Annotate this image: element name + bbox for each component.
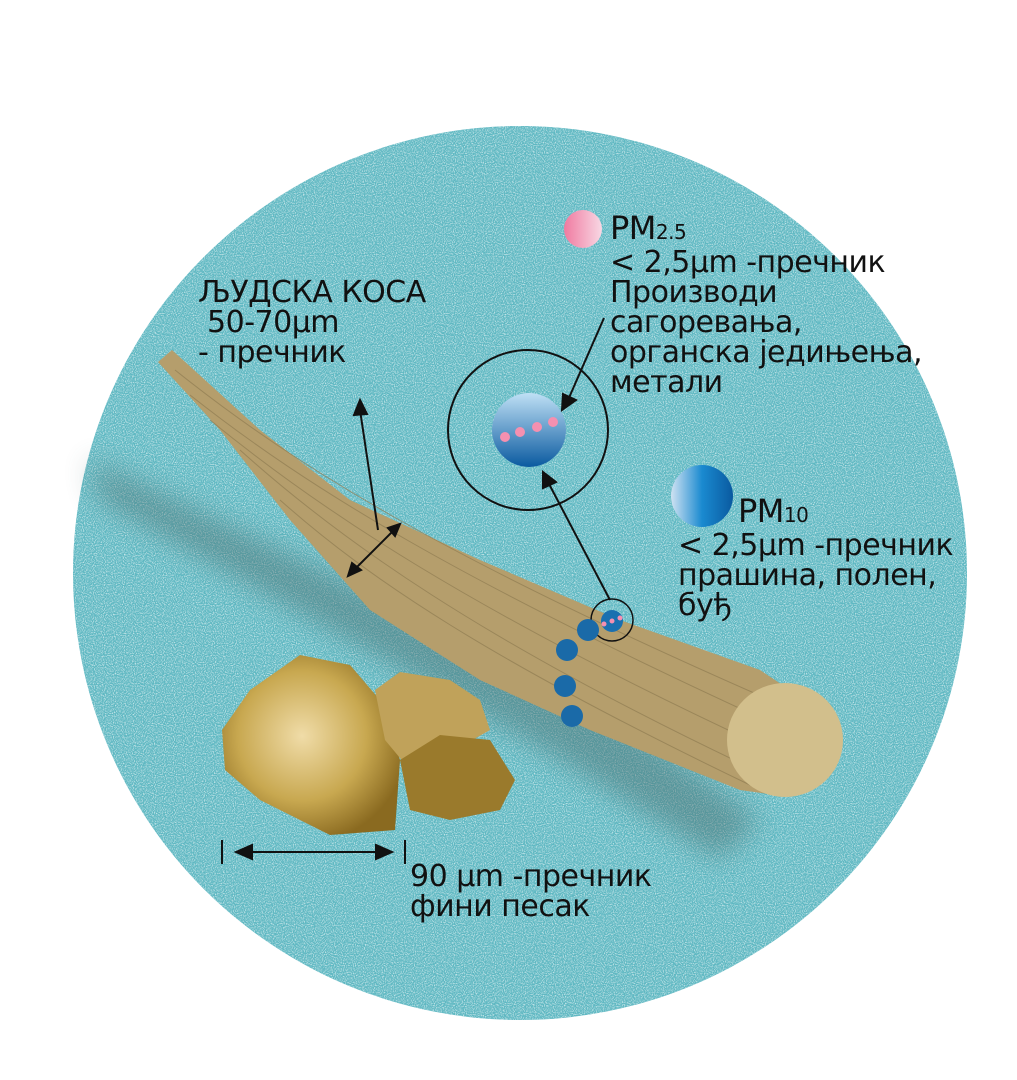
pm10-line: прашина, полен, xyxy=(678,558,937,593)
pm10-line: буђ xyxy=(678,588,732,623)
hair-shadow xyxy=(90,460,760,860)
pointer-arrows xyxy=(542,317,611,601)
zoom-circle-small xyxy=(590,598,634,642)
pm25-line: органска једињења, xyxy=(610,335,923,370)
pm25-label: PM2.5 < 2,5µm -пречник Производи сагорев… xyxy=(610,212,923,400)
hair-desc: - пречник xyxy=(198,335,346,370)
pm25-title: PM2.5 xyxy=(610,212,922,244)
pm25-line: метали xyxy=(610,365,723,400)
pm-particles-on-hair xyxy=(554,619,599,727)
pm25-line: Производи xyxy=(610,275,778,310)
hair-title: ЉУДСКА КОСА xyxy=(198,275,426,310)
pm10-sub: 10 xyxy=(783,503,809,527)
pm10-title: PM10 xyxy=(738,495,953,527)
pm25-legend-icon xyxy=(564,210,602,248)
pm25-sub: 2.5 xyxy=(655,220,687,244)
pm25-line: < 2,5µm -пречник xyxy=(610,245,886,280)
pm10-line: < 2,5µm -пречник xyxy=(678,528,954,563)
sand-line: фини песак xyxy=(410,889,590,924)
zoom-circle-large xyxy=(447,349,609,511)
sand-diameter-arrow xyxy=(221,840,406,864)
pm10-legend-icon xyxy=(671,465,733,527)
hair-size: 50-70µm xyxy=(198,305,340,340)
hair-label: ЉУДСКА КОСА 50-70µm - пречник xyxy=(198,278,426,368)
hair-diameter-arrow xyxy=(346,397,402,578)
pm25-name: PM xyxy=(610,209,656,247)
pm25-line: сагоревања, xyxy=(610,305,802,340)
pm10-name: PM xyxy=(738,492,784,530)
hair-cross-section xyxy=(727,683,843,797)
pm10-label: PM10 < 2,5µm -пречник прашина, полен, бу… xyxy=(678,495,954,623)
pm10-particle-enlarged xyxy=(492,393,566,467)
sand-label: 90 µm -пречник фини песак xyxy=(410,859,652,924)
sand-line: 90 µm -пречник xyxy=(410,859,652,894)
fine-sand xyxy=(222,655,515,835)
human-hair xyxy=(158,350,843,797)
